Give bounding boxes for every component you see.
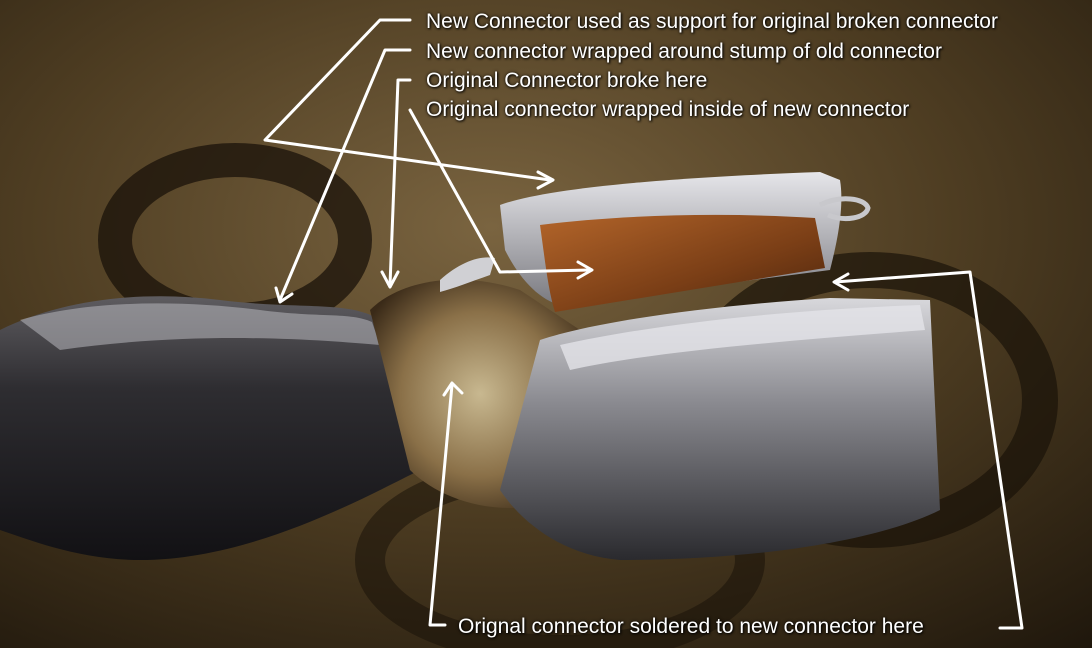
annotation-broke-here: Original Connector broke here: [426, 69, 708, 92]
annotation-wrapped-inside: Original connector wrapped inside of new…: [426, 98, 910, 121]
annotation-support: New Connector used as support for origin…: [426, 10, 998, 33]
annotation-wrapped-stump: New connector wrapped around stump of ol…: [426, 40, 942, 63]
annotation-soldered: Orignal connector soldered to new connec…: [458, 615, 924, 638]
